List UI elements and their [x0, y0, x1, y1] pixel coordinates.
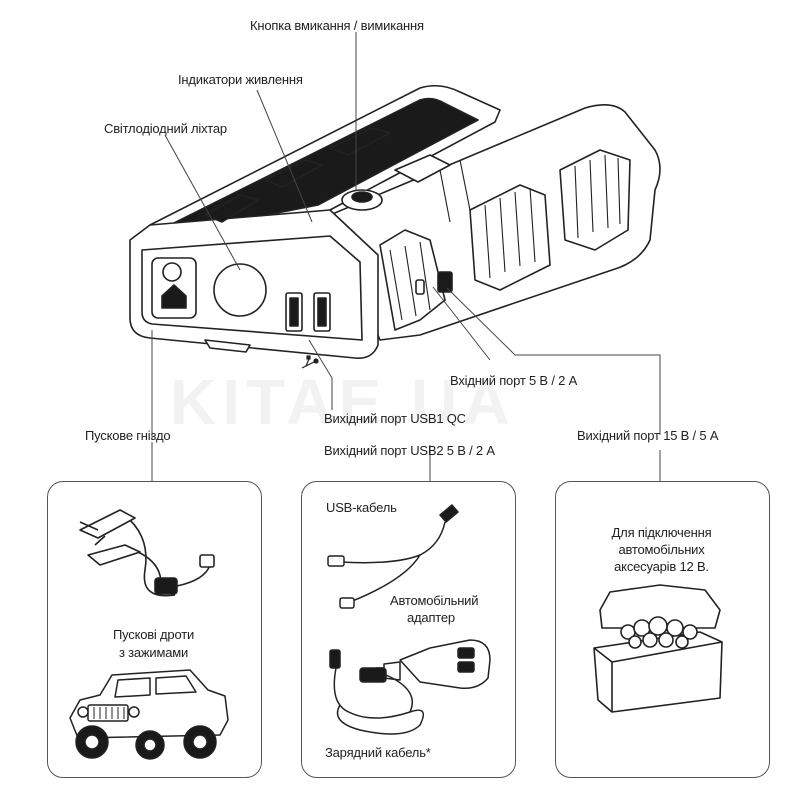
- caption-accessories-2: автомобільних: [618, 542, 705, 557]
- caption-car-adapter-1: Автомобільний: [390, 593, 479, 608]
- watermark: KITAE.UA: [170, 366, 516, 438]
- caption-car-adapter-2: адаптер: [407, 610, 455, 625]
- cooler-box-illustration: [593, 584, 723, 713]
- panel-usb-cables: [301, 481, 516, 778]
- panel-12v-accessories: [555, 481, 770, 778]
- charging-cable-illustration: [329, 649, 425, 735]
- jump-starter-device: [129, 84, 661, 360]
- label-usb1-output: Вихідний порт USB1 QC: [324, 411, 466, 426]
- label-input-port: Вхідний порт 5 В / 2 А: [450, 373, 578, 388]
- caption-charging-cable: Зарядний кабель*: [325, 745, 431, 760]
- caption-accessories-3: аксесуарів 12 В.: [614, 559, 709, 574]
- usb-cable-illustration: [327, 504, 459, 609]
- caption-jumper-cables-1: Пускові дроти: [112, 627, 195, 642]
- jumper-cables-illustration: [79, 509, 215, 597]
- caption-jumper-cables-2: з зажимами: [118, 645, 189, 660]
- label-start-socket: Пускове гніздо: [85, 428, 171, 443]
- usb-icon: [301, 355, 319, 369]
- label-led-flashlight: Світлодіодний ліхтар: [104, 121, 227, 136]
- leader-lines: [151, 32, 661, 481]
- label-power-indicators: Індикатори живлення: [178, 72, 303, 87]
- caption-accessories-1: Для підключення: [611, 525, 712, 540]
- label-usb2-output: Вихідний порт USB2 5 В / 2 А: [324, 443, 495, 458]
- panel-jumper-cables: [47, 481, 262, 778]
- label-power-button: Кнопка вмикання / вимикання: [250, 18, 424, 33]
- caption-usb-cable: USB-кабель: [326, 500, 397, 515]
- jeep-illustration: [69, 669, 229, 760]
- label-output-15v: Вихідний порт 15 В / 5 А: [577, 428, 719, 443]
